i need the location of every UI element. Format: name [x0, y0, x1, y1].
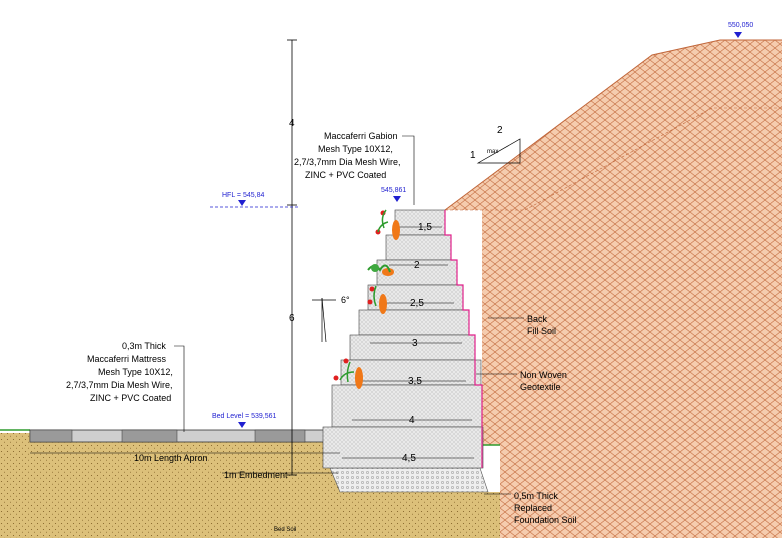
- gabion-tier-9: [322, 426, 484, 469]
- slope-max-label: max: [487, 149, 498, 155]
- gabion-tier-8: [331, 384, 483, 428]
- bed-level-marker-icon: [238, 422, 246, 428]
- note-line: Replaced: [514, 503, 552, 513]
- tier-label: 4,5: [402, 453, 416, 464]
- mattress-leader-line: [174, 345, 185, 432]
- gabion-tiers: [322, 209, 484, 469]
- backfill-note: Back Fill Soil: [527, 314, 556, 336]
- tier-labels: 1,5 2 2,5 3 3,5 4 4,5: [402, 222, 432, 464]
- gabion-leader-line: [402, 135, 415, 205]
- tier-label: 3: [412, 338, 418, 349]
- height-dimension: [287, 39, 297, 476]
- slope-reference-line: [445, 107, 782, 211]
- note-line: 2,7/3,7mm Dia Mesh Wire,: [66, 380, 173, 390]
- note-line: Fill Soil: [527, 326, 556, 336]
- lower-height-label: 6: [289, 313, 295, 324]
- tier-label: 2: [414, 260, 420, 271]
- mattress-cells: [29, 429, 306, 443]
- note-line: Mesh Type 10X12,: [98, 367, 173, 377]
- batter-angle-marker: [312, 297, 336, 343]
- mattress-note: 0,3m Thick Maccaferri Mattress Mesh Type…: [66, 341, 173, 403]
- crest-level-marker-icon: [393, 196, 401, 202]
- note-line: Maccaferri Mattress: [87, 354, 167, 364]
- note-line: Geotextile: [520, 382, 561, 392]
- bed-soil-label: Bed Soil: [274, 527, 296, 533]
- tier-label: 1,5: [418, 222, 432, 233]
- foundation-note: 0,5m Thick Replaced Foundation Soil: [514, 491, 577, 525]
- upper-height-label: 4: [289, 118, 295, 129]
- note-line: 2,7/3,7mm Dia Mesh Wire,: [294, 157, 401, 167]
- slope-ratio-triangle: [476, 138, 521, 164]
- tier-dimension-arrows: [342, 226, 474, 459]
- geotextile-line: [444, 210, 483, 468]
- plant-icon: [375, 209, 400, 240]
- hfl-label: HFL = 545,84: [222, 192, 264, 199]
- vegetation-icons: [333, 209, 400, 389]
- bed-soil: [0, 433, 500, 538]
- plant-icon: [367, 264, 394, 276]
- batter-angle-label: 6°: [341, 295, 350, 305]
- note-line: ZINC + PVC Coated: [305, 170, 386, 180]
- tier-label: 3,5: [408, 376, 422, 387]
- tier-label: 4: [409, 415, 415, 426]
- apron-label: 10m Length Apron: [134, 453, 208, 463]
- note-line: Non Woven: [520, 370, 567, 380]
- top-level-label: 550,050: [728, 22, 753, 29]
- note-line: ZINC + PVC Coated: [90, 393, 171, 403]
- gabion-note: Maccaferri Gabion Mesh Type 10X12, 2,7/3…: [294, 131, 401, 180]
- gabion-tier-5: [358, 309, 470, 336]
- bed-level-label: Bed Level = 539,561: [212, 413, 277, 420]
- top-level-marker-icon: [734, 32, 742, 38]
- slope-rise-label: 1: [470, 150, 476, 161]
- note-line: Mesh Type 10X12,: [318, 144, 393, 154]
- slope-line: [444, 39, 782, 211]
- slope-run-label: 2: [497, 125, 503, 136]
- plant-icon: [333, 358, 363, 389]
- note-line: Foundation Soil: [514, 515, 577, 525]
- note-line: Maccaferri Gabion: [324, 131, 398, 141]
- note-line: 0,5m Thick: [514, 491, 558, 501]
- tier-label: 2,5: [410, 298, 424, 309]
- note-line: Back: [527, 314, 548, 324]
- embedment-label: 1m Embedment: [224, 470, 288, 480]
- backfill-soil: [445, 40, 782, 538]
- foundation-gravel: [329, 467, 489, 493]
- note-line: 0,3m Thick: [122, 341, 166, 351]
- hfl-marker-icon: [238, 200, 246, 206]
- crest-level-label: 545,861: [381, 187, 406, 194]
- plant-icon: [367, 285, 387, 314]
- geotextile-note: Non Woven Geotextile: [520, 370, 567, 392]
